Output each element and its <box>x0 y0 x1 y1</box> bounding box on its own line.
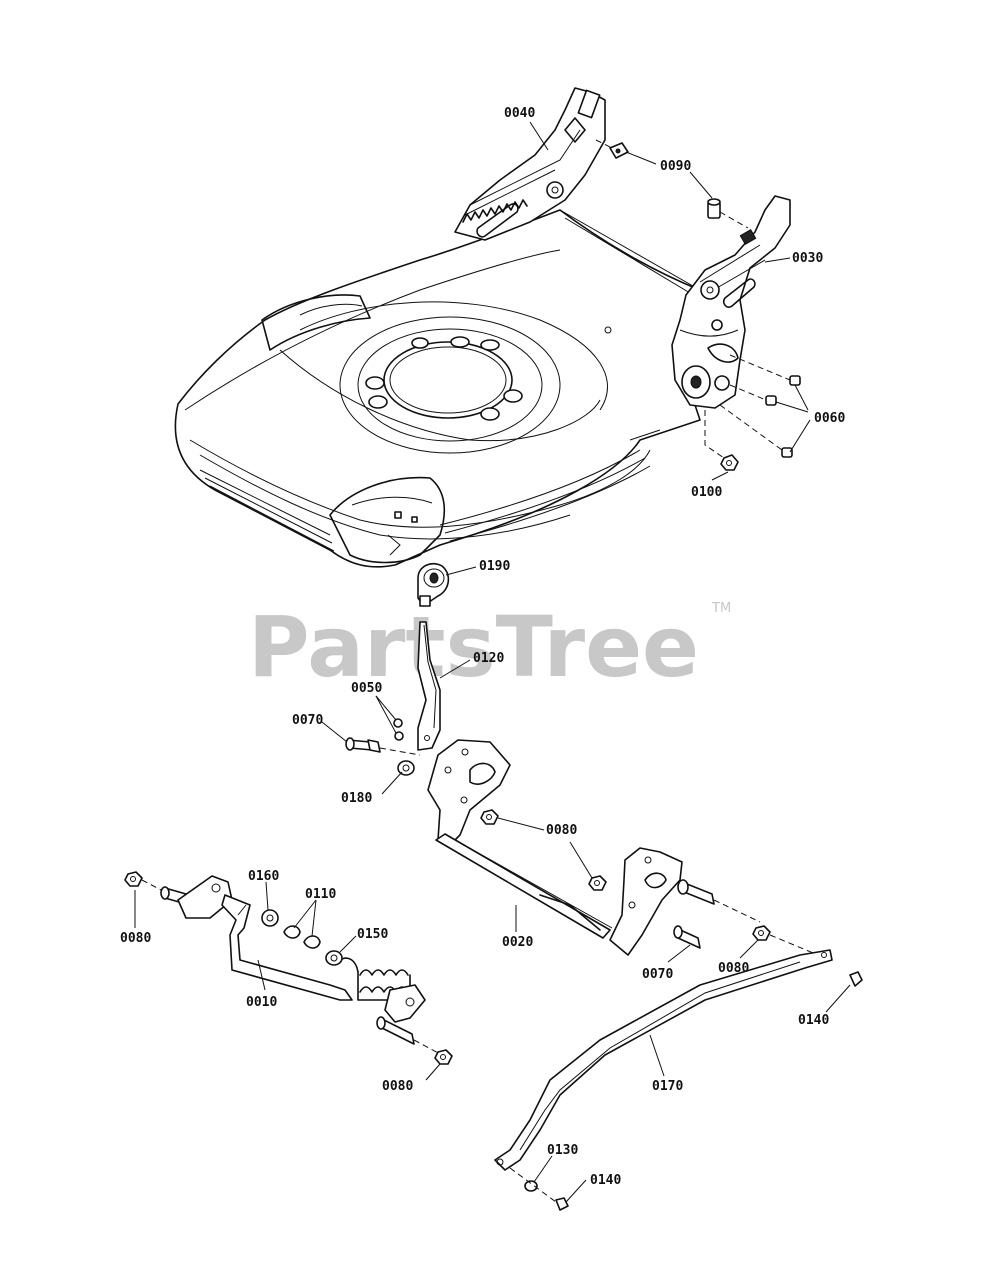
mower-deck <box>174 209 701 568</box>
part-0090-stud <box>609 142 629 159</box>
label-0080-bottom: 0080 <box>382 1079 413 1094</box>
label-0110: 0110 <box>305 887 336 902</box>
watermark-text: PartsTree <box>248 598 699 696</box>
part-0180-bushing <box>397 760 415 776</box>
part-0140-cap-right <box>849 971 863 987</box>
part-0080-nut-center <box>480 809 499 825</box>
part-0150-bushing <box>325 950 343 966</box>
height-adjuster-right <box>671 195 791 409</box>
label-0050: 0050 <box>351 681 382 696</box>
dash-0100 <box>704 410 725 459</box>
label-0020: 0020 <box>502 935 533 950</box>
label-0160: 0160 <box>248 869 279 884</box>
part-0050-nuts <box>393 718 404 741</box>
bolt-0090b <box>707 198 721 219</box>
label-0150: 0150 <box>357 927 388 942</box>
part-0100-nut <box>720 454 739 471</box>
dash-0060b <box>729 384 767 401</box>
label-0030: 0030 <box>792 251 823 266</box>
part-0110-clips <box>283 925 321 949</box>
part-0070-pin-upper <box>345 737 381 753</box>
part-0120-lever <box>417 621 441 751</box>
part-0060-bolts <box>765 375 801 458</box>
label-0130: 0130 <box>547 1143 578 1158</box>
part-0080-nut-right <box>752 925 771 941</box>
label-0170: 0170 <box>652 1079 683 1094</box>
part-0010-rear-axle <box>124 871 453 1065</box>
dash-0070-upper <box>379 747 421 756</box>
leader-lines <box>134 121 851 1203</box>
dash-0060a <box>729 354 791 381</box>
dash-0090b <box>719 211 749 229</box>
height-adjuster-left <box>454 87 606 241</box>
label-0080-center: 0080 <box>546 823 577 838</box>
label-0070-upper: 0070 <box>292 713 323 728</box>
part-0170-link <box>494 949 833 1171</box>
label-0100: 0100 <box>691 485 722 500</box>
label-0140-bottom: 0140 <box>590 1173 621 1188</box>
part-0070-pin-lower <box>673 925 701 949</box>
label-0180: 0180 <box>341 791 372 806</box>
leader-0090-dash <box>595 139 613 149</box>
part-0190-knob <box>417 562 450 607</box>
label-0140-right: 0140 <box>798 1013 829 1028</box>
part-labels: 0040 0090 0030 0060 0100 0190 0120 0050 … <box>120 106 845 1188</box>
label-0090: 0090 <box>660 159 691 174</box>
label-0080-right: 0080 <box>718 961 749 976</box>
label-0080-left: 0080 <box>120 931 151 946</box>
part-0140-cap-bottom <box>555 1197 569 1211</box>
dash-0060c <box>719 404 783 451</box>
part-0080-nut-mid <box>588 875 607 891</box>
label-0120: 0120 <box>473 651 504 666</box>
watermark-trademark: TM <box>711 601 731 616</box>
label-0190: 0190 <box>479 559 510 574</box>
label-0070-lower: 0070 <box>642 967 673 982</box>
part-0130-washer <box>524 1180 538 1192</box>
label-0060: 0060 <box>814 411 845 426</box>
part-0020-axle-assembly <box>427 739 761 956</box>
label-0040: 0040 <box>504 106 535 121</box>
part-0160-collar <box>261 909 279 927</box>
label-0010: 0010 <box>246 995 277 1010</box>
